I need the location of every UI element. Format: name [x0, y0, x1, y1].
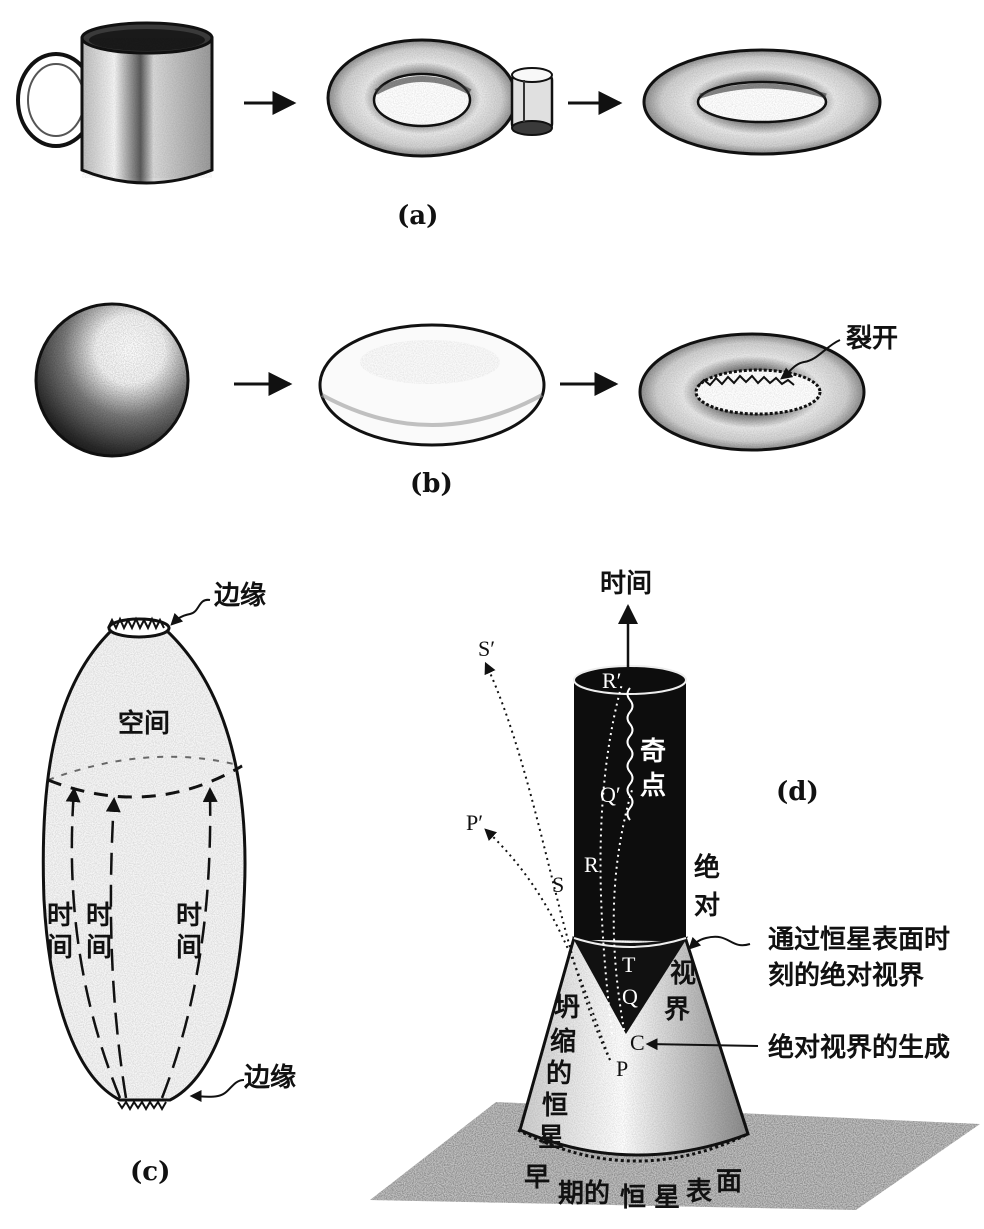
- absolute-label-2: 对: [694, 891, 720, 921]
- point-t: T: [622, 952, 636, 977]
- annotation-1-pointer: [688, 935, 751, 950]
- time-label-1-bottom: 间: [47, 933, 73, 963]
- absolute-label-1: 绝: [694, 852, 720, 883]
- caption-a: (a): [397, 201, 438, 231]
- singularity-label-2: 点: [640, 770, 666, 801]
- early-surface-4: 星: [654, 1183, 680, 1213]
- time-label-1-top: 时: [47, 901, 73, 931]
- panel-d: 时间 S′ P′ R′ Q′ S R T Q C P 奇 点 绝 对 视 界 坍…: [370, 569, 980, 1213]
- edge-bottom-label: 边缘: [244, 1063, 296, 1093]
- point-c: C: [630, 1030, 645, 1055]
- torus-with-handle: [326, 38, 554, 158]
- sphere: [34, 302, 190, 458]
- collapsing-star-4: 恒: [542, 1091, 568, 1121]
- tear-label: 裂开: [846, 324, 898, 354]
- worldline-p: [484, 828, 611, 1061]
- annotation-2-pointer: [645, 1038, 759, 1051]
- coffee-mug: [16, 21, 214, 185]
- time-label-2-bottom: 间: [86, 933, 112, 963]
- point-s-prime: S′: [478, 636, 495, 661]
- horizon-label-2: 界: [664, 995, 690, 1025]
- annotation-1-line-2: 刻的绝对视界: [768, 960, 924, 991]
- horizon-label-1: 视: [670, 959, 696, 989]
- collapsing-star-2: 缩: [550, 1026, 576, 1057]
- collapsing-star-3: 的: [546, 1058, 572, 1089]
- space-label: 空间: [118, 708, 170, 739]
- caption-b: (b): [410, 469, 453, 499]
- panel-a: (a): [16, 21, 882, 231]
- worldline-s: [484, 661, 611, 1061]
- collapsing-star-5: 星: [538, 1123, 564, 1153]
- early-surface-3: 恒: [620, 1183, 646, 1213]
- edge-bottom-pointer: [189, 1079, 245, 1103]
- annotation-1-line-1: 通过恒星表面时: [768, 925, 950, 955]
- panel-b: 裂开 (b): [34, 302, 898, 499]
- singularity-label-1: 奇: [640, 737, 666, 767]
- edge-top-pointer: [170, 598, 211, 626]
- point-p: P: [616, 1056, 628, 1081]
- point-s: S: [552, 872, 564, 897]
- point-q-prime: Q′: [600, 782, 621, 807]
- caption-d: (d): [776, 777, 819, 807]
- edge-top-label: 边缘: [214, 581, 266, 611]
- singularity-cylinder: [573, 665, 687, 948]
- early-surface-5: 表: [686, 1177, 713, 1207]
- flattened-disc: [318, 323, 546, 447]
- caption-c: (c): [130, 1157, 170, 1187]
- early-surface-2: 期的: [558, 1178, 610, 1209]
- point-r: R: [584, 852, 599, 877]
- torn-torus: [638, 332, 866, 452]
- spacetime-spindle: [41, 616, 247, 1112]
- time-label-3-bottom: 间: [176, 933, 202, 963]
- early-surface-6: 面: [716, 1167, 742, 1197]
- point-p-prime: P′: [466, 810, 483, 835]
- point-q: Q: [622, 984, 638, 1009]
- early-surface-1: 早: [524, 1163, 550, 1193]
- worldline-r: [599, 683, 623, 1035]
- time-label-3-top: 时: [176, 901, 202, 931]
- annotation-2: 绝对视界的生成: [768, 1032, 950, 1063]
- collapsing-star-cone: [517, 936, 750, 1163]
- panel-c: 边缘 边缘 空间 时 间 时 间 时 间 (c): [41, 581, 296, 1187]
- point-r-prime: R′: [602, 668, 622, 693]
- time-label-2-top: 时: [86, 901, 112, 931]
- tear-pointer: [780, 339, 841, 380]
- torus: [642, 48, 882, 156]
- time-axis-label: 时间: [600, 569, 652, 599]
- collapsing-star-1: 坍: [554, 993, 580, 1023]
